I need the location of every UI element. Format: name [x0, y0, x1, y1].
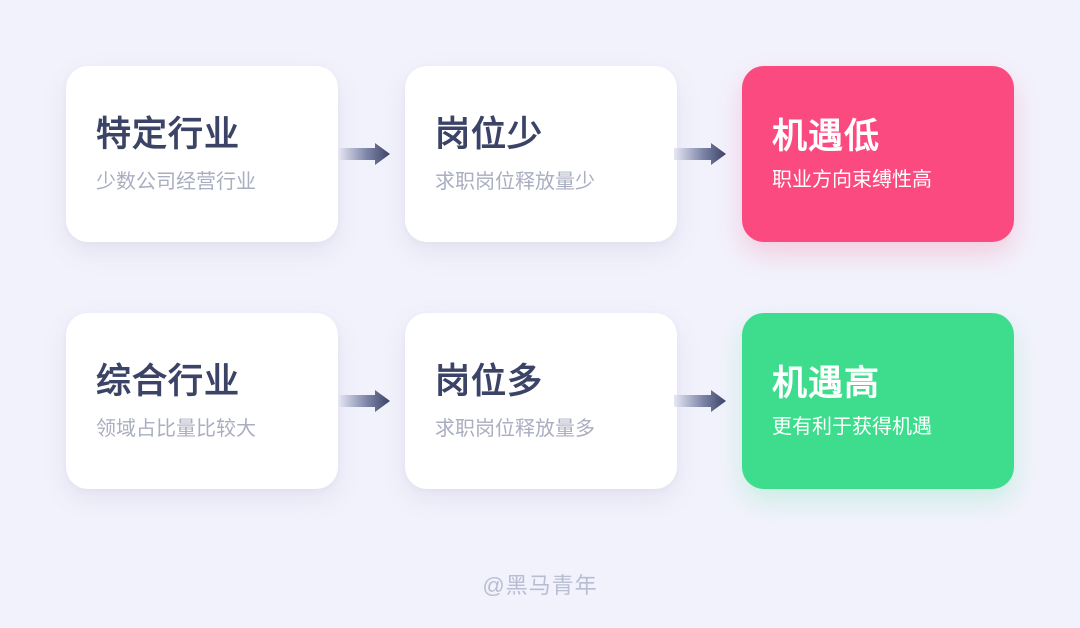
arrow-right-icon	[674, 143, 726, 165]
watermark: @黑马青年	[482, 573, 598, 598]
flow-row-general-industry: 综合行业 领域占比量比较大 岗位多 求职岗位释放	[66, 313, 1014, 489]
card-title: 机遇低	[772, 117, 881, 157]
card-title: 机遇高	[772, 364, 881, 404]
card-title: 岗位少	[435, 115, 544, 155]
arrow-right-icon	[338, 390, 390, 412]
flow-card-high-opportunity[interactable]: 机遇高 更有利于获得机遇	[742, 313, 1014, 489]
card-subtitle: 职业方向束缚性高	[772, 168, 932, 191]
card-subtitle: 求职岗位释放量多	[435, 417, 595, 440]
flow-card-general-industry[interactable]: 综合行业 领域占比量比较大	[66, 313, 338, 489]
card-subtitle: 领域占比量比较大	[96, 417, 256, 440]
flow-row-specific-industry: 特定行业 少数公司经营行业 岗位少 求职岗位释放	[66, 66, 1014, 242]
card-subtitle: 更有利于获得机遇	[772, 415, 932, 438]
flow-card-low-opportunity[interactable]: 机遇低 职业方向束缚性高	[742, 66, 1014, 242]
card-title: 岗位多	[435, 362, 544, 402]
flow-card-many-positions[interactable]: 岗位多 求职岗位释放量多	[405, 313, 677, 489]
arrow-right-icon	[338, 143, 390, 165]
card-title: 特定行业	[96, 115, 241, 155]
card-title: 综合行业	[96, 362, 241, 402]
flow-diagram: 特定行业 少数公司经营行业 岗位少 求职岗位释放	[66, 66, 1014, 489]
flow-card-few-positions[interactable]: 岗位少 求职岗位释放量少	[405, 66, 677, 242]
arrow-right-icon	[674, 390, 726, 412]
flow-card-specific-industry[interactable]: 特定行业 少数公司经营行业	[66, 66, 338, 242]
card-subtitle: 求职岗位释放量少	[435, 170, 595, 193]
card-subtitle: 少数公司经营行业	[96, 170, 256, 193]
